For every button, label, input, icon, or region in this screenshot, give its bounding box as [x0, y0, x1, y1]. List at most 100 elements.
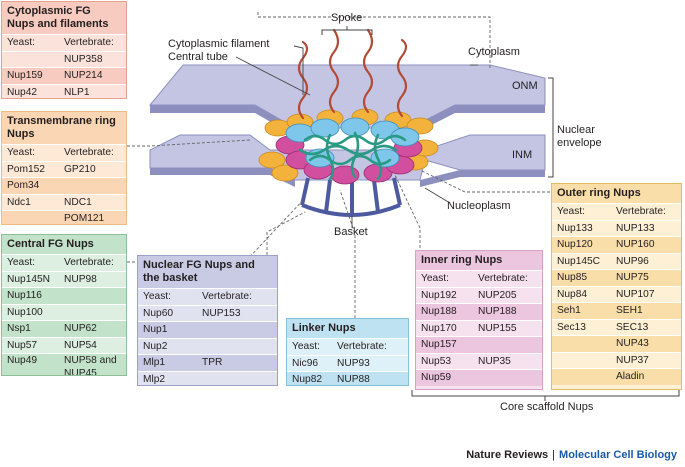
yeast-nup: Mlp2	[143, 373, 166, 385]
pointer-lines	[235, 45, 478, 228]
vertebrate-nup: NUP54	[64, 339, 97, 351]
yeast-nup: Nup116	[7, 290, 42, 301]
table-row: Nup100	[2, 303, 126, 321]
vertebrate-nup: TPR	[202, 357, 223, 368]
inner-nuclear-membrane	[149, 134, 546, 187]
vertebrate-nup: SEC13	[616, 321, 649, 333]
yeast-nup: Nup57	[7, 339, 38, 351]
table-row: Nup145C NUP96	[552, 252, 681, 270]
vertebrate-nup: NDC1	[64, 196, 92, 208]
box-column-header: Yeast:Vertebrate:	[552, 203, 681, 220]
table-row: NUP358	[2, 50, 126, 68]
core-scaffold-bracket	[411, 390, 680, 401]
table-row: Nup2	[138, 337, 277, 355]
vertebrate-nup: NUP155	[478, 322, 517, 334]
yeast-nup: Nup192	[421, 289, 457, 301]
journal-section: Molecular Cell Biology	[559, 449, 677, 461]
vertebrate-nup: POM121	[64, 213, 105, 224]
vertebrate-nup: NUP96	[616, 255, 649, 267]
table-row: Pom34	[2, 177, 126, 194]
vertebrate-nup: NUP98	[64, 273, 97, 285]
vertebrate-nup: Aladin	[616, 371, 645, 382]
table-row: Nup60 NUP153	[138, 304, 277, 322]
onm-label: ONM	[512, 80, 538, 92]
yeast-nup: Nup159	[7, 70, 43, 81]
yeast-nup: Nup59	[421, 372, 452, 383]
vertebrate-nup: NUP43	[616, 338, 649, 349]
transmembrane-ring-nups-box: Transmembrane ring Nups Yeast:Vertebrate…	[1, 111, 127, 225]
cytoplasmic-filament-label: Cytoplasmic filament	[168, 38, 270, 50]
table-row: Nup116	[2, 287, 126, 304]
nucleoplasm-label: Nucleoplasm	[447, 200, 511, 212]
yeast-nup: Nsp1	[7, 323, 31, 334]
box-title: Central FG Nups	[2, 235, 126, 254]
yeast-nup: Nup53	[421, 355, 452, 367]
vertebrate-nup: NUP153	[202, 307, 241, 319]
yeast-nup: Nup145N	[7, 273, 51, 285]
outer-ring-nups-box: Outer ring Nups Yeast:Vertebrate: Nup133…	[551, 183, 682, 390]
table-row: Sec13 SEC13	[552, 318, 681, 336]
yeast-nup: Nup60	[143, 307, 174, 319]
cytoplasm-label: Cytoplasm	[468, 46, 520, 58]
central-tube-label: Central tube	[168, 51, 228, 63]
table-row: Nup85 NUP75	[552, 269, 681, 286]
table-row: Mlp1 TPR	[138, 354, 277, 371]
yeast-nup: Nup1	[143, 324, 168, 335]
yeast-nup: Sec13	[557, 321, 586, 333]
table-row: Nup1	[138, 321, 277, 338]
yeast-nup: Nup120	[557, 239, 593, 250]
vertebrate-nup: GP210	[64, 163, 96, 175]
vertebrate-nup: NUP37	[616, 354, 649, 366]
central-fg-mesh	[298, 131, 407, 181]
inner-ring-nups-box: Inner ring Nups Yeast:Vertebrate: Nup192…	[415, 250, 543, 390]
vertebrate-nup: NUP75	[616, 272, 649, 283]
yeast-nup: Nup49	[7, 355, 38, 366]
table-row: Aladin	[552, 368, 681, 385]
box-column-header: Yeast:Vertebrate:	[416, 270, 542, 287]
table-row: Nup59	[416, 369, 542, 386]
yeast-nup: Nup157	[421, 339, 457, 350]
vertebrate-nup: NLP1	[64, 86, 90, 98]
table-row: Nup145N NUP98	[2, 270, 126, 288]
yeast-nup: Seh1	[557, 305, 581, 316]
box-column-header: Yeast:Vertebrate:	[138, 288, 277, 305]
spoke-bracket	[321, 26, 373, 35]
table-row: NUP37	[552, 351, 681, 369]
box-title: Inner ring Nups	[416, 251, 542, 270]
vertebrate-nup: NUP35	[478, 355, 511, 367]
yeast-nup: Nup82	[292, 374, 323, 385]
inm-label: INM	[512, 149, 533, 161]
yeast-nup: Nup2	[143, 340, 168, 352]
box-title: Outer ring Nups	[552, 184, 681, 203]
nuclear-basket	[300, 177, 402, 217]
box-title: Transmembrane ring Nups	[2, 112, 126, 144]
vertebrate-nup: NUP58 and NUP45	[64, 355, 117, 376]
nuclear-envelope-label: Nuclear envelope	[557, 124, 602, 149]
table-row: Nup57 NUP54	[2, 336, 126, 354]
yeast-nup: Nup145C	[557, 255, 601, 267]
table-row: Nup49 NUP58 and NUP45	[2, 353, 126, 376]
basket-label: Basket	[334, 226, 368, 238]
vertebrate-nup: NUP205	[478, 289, 517, 301]
yeast-nup: Nup85	[557, 272, 588, 283]
vertebrate-nup: NUP133	[616, 222, 655, 234]
yeast-nup: Pom34	[7, 180, 40, 191]
yeast-nup: Mlp1	[143, 357, 166, 368]
spoke-label: Spoke	[331, 12, 363, 24]
